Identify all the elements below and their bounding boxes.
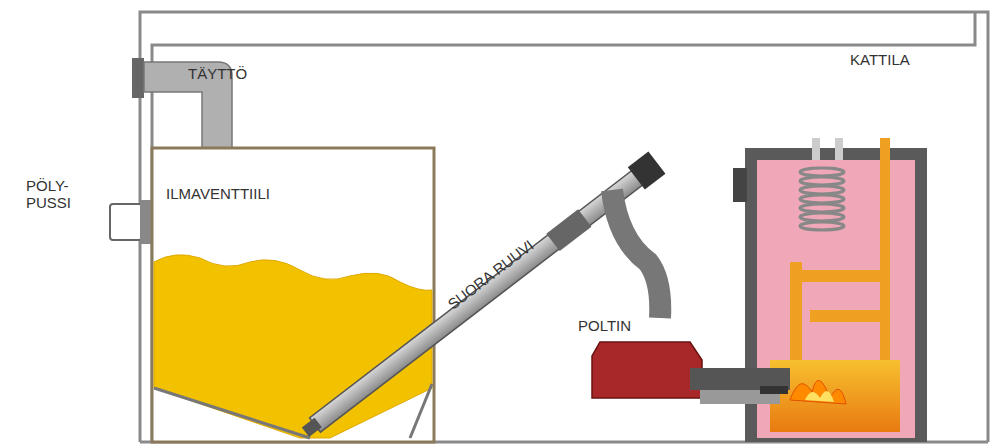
boiler-label: KATTILA: [850, 52, 910, 69]
drop-hose: [612, 190, 660, 318]
coil-winding: [800, 222, 844, 230]
dust-bag-label: PÖLY- PUSSI: [26, 178, 86, 211]
room-walls: [140, 12, 988, 442]
straight-screw: [297, 152, 666, 444]
coil-winding: [800, 213, 844, 221]
pellet-silo: [152, 148, 434, 442]
coil-winding: [800, 186, 844, 194]
dust-bag: [110, 204, 142, 240]
coil-winding: [800, 177, 844, 185]
coil-winding: [800, 204, 844, 212]
coil-winding: [800, 195, 844, 203]
fill-label: TÄYTTÖ: [188, 66, 247, 83]
air-valve-label: ILMAVENTTIILI: [166, 186, 270, 203]
burner-label: POLTIN: [578, 318, 631, 335]
coil-winding: [800, 168, 844, 176]
pellet-burner: [592, 342, 790, 404]
